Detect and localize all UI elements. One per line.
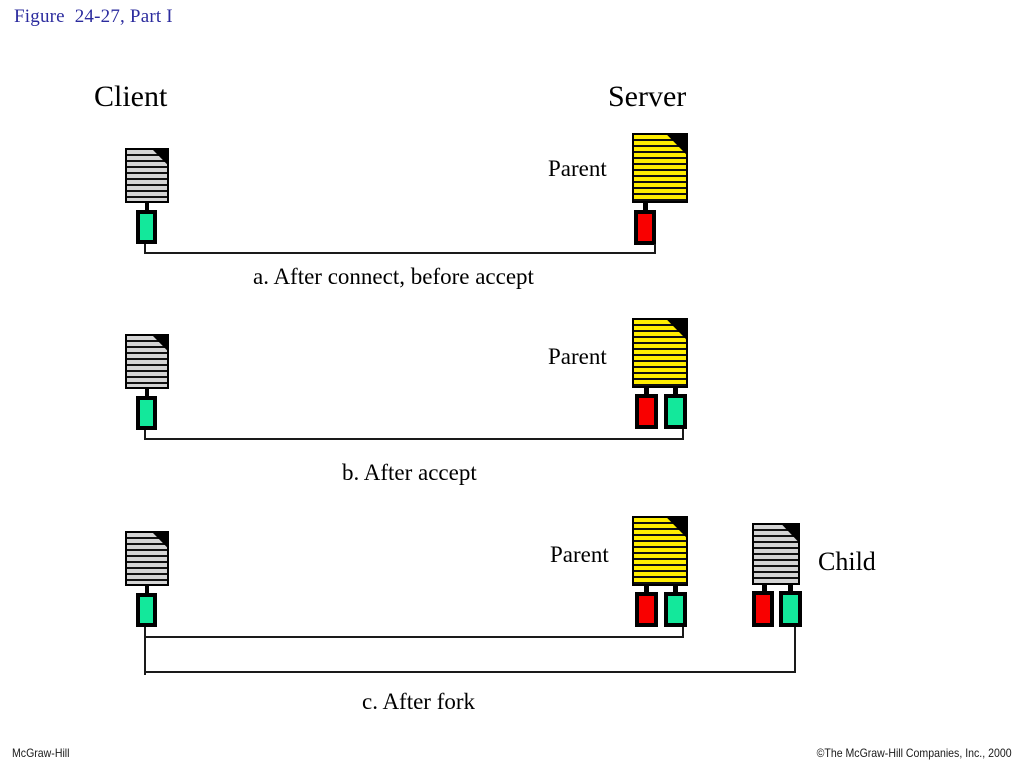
caption-a: a. After connect, before accept: [253, 264, 534, 289]
parent-process-icon-c: [632, 516, 688, 586]
parent-listening-socket-stem-c: [644, 586, 649, 594]
connection-wire-c1-horizontal: [144, 636, 684, 638]
document-body: [125, 148, 169, 203]
connection-wire-c-left-stem: [144, 627, 146, 675]
document-body: [632, 318, 688, 388]
client-process-icon-a: [125, 148, 169, 203]
connection-wire-a-horizontal: [144, 252, 656, 254]
connection-wire-a-left-stem: [144, 244, 146, 254]
client-socket-stem-b: [145, 389, 149, 398]
column-heading-server: Server: [608, 80, 687, 113]
connection-wire-a-right-stem: [654, 244, 656, 254]
parent-socket-connected-c: [664, 592, 687, 627]
parent-label-a: Parent: [548, 156, 607, 181]
parent-socket-listening-a: [634, 210, 656, 245]
document-lines: [127, 336, 167, 387]
document-lines: [127, 150, 167, 201]
document-body: [632, 516, 688, 586]
client-socket-connected-b: [136, 396, 157, 430]
parent-label-b: Parent: [548, 344, 607, 369]
parent-process-icon-a: [632, 133, 688, 203]
parent-process-icon-b: [632, 318, 688, 388]
client-socket-connected-a: [136, 210, 157, 244]
parent-socket-listening-b: [635, 394, 658, 429]
parent-connected-socket-stem-c: [673, 586, 678, 594]
connection-wire-b-right-stem: [682, 429, 684, 440]
document-lines: [634, 320, 686, 386]
document-body: [632, 133, 688, 203]
document-lines: [634, 518, 686, 584]
child-listening-socket-stem-c: [762, 585, 767, 593]
connection-wire-c1-right-stem: [682, 627, 684, 638]
connection-wire-b-left-stem: [144, 430, 146, 440]
document-lines: [634, 135, 686, 201]
parent-socket-stem-a: [643, 203, 648, 212]
document-body: [125, 531, 169, 586]
client-socket-stem-c: [145, 586, 149, 595]
client-process-icon-b: [125, 334, 169, 389]
caption-c: c. After fork: [362, 689, 476, 714]
client-process-icon-c: [125, 531, 169, 586]
document-body: [125, 334, 169, 389]
child-label-c: Child: [818, 547, 876, 576]
page-title: Figure 24-27, Part I: [14, 6, 173, 27]
parent-listening-socket-stem-b: [644, 388, 649, 396]
client-socket-connected-c: [136, 593, 157, 627]
document-lines: [127, 533, 167, 584]
footer-publisher: McGraw-Hill: [12, 746, 70, 760]
parent-socket-listening-c: [635, 592, 658, 627]
child-connected-socket-stem-c: [788, 585, 793, 593]
parent-socket-connected-b: [664, 394, 687, 429]
child-process-icon-c: [752, 523, 800, 585]
parent-connected-socket-stem-b: [673, 388, 678, 396]
parent-label-c: Parent: [550, 542, 609, 567]
footer-copyright: ©The McGraw-Hill Companies, Inc., 2000: [816, 746, 1012, 760]
child-socket-connected-c: [779, 591, 802, 627]
client-socket-stem-a: [145, 203, 149, 212]
connection-wire-c2-right-stem: [794, 627, 796, 673]
child-socket-listening-c: [752, 591, 774, 627]
caption-b: b. After accept: [342, 460, 477, 485]
connection-wire-c2-horizontal: [144, 671, 796, 673]
document-lines: [754, 525, 798, 583]
column-heading-client: Client: [94, 80, 168, 113]
document-body: [752, 523, 800, 585]
connection-wire-b-horizontal: [144, 438, 684, 440]
